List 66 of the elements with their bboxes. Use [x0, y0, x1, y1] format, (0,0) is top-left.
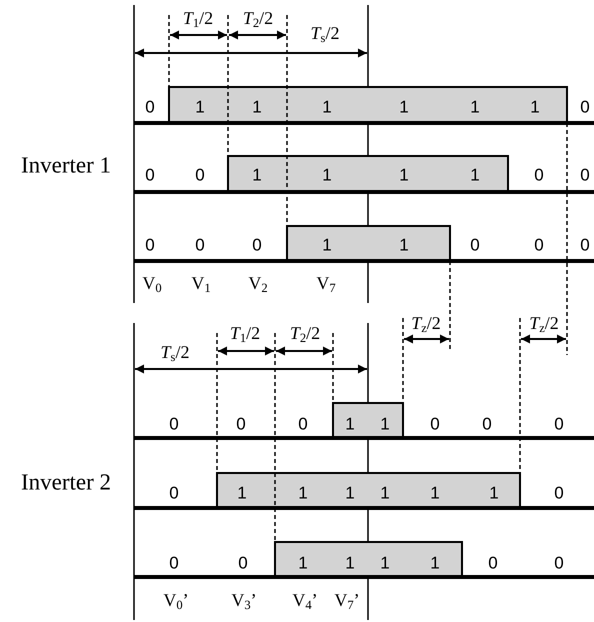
- vector-label: V$_{2}$: [248, 274, 268, 292]
- signal-value: 1: [322, 166, 332, 184]
- signal-value: 0: [236, 416, 246, 432]
- time-label: T$_{2}$/2: [242, 9, 274, 27]
- signal-value: 1: [252, 98, 262, 116]
- signal-value: 0: [470, 236, 480, 254]
- signal-value: 1: [489, 484, 499, 502]
- signal-value: 0: [580, 236, 590, 254]
- vector-label: V$_{7}$: [316, 274, 336, 292]
- signal-value: 0: [488, 554, 498, 572]
- inverter-label: Inverter 2: [20, 470, 112, 494]
- time-label: T$_{s}$/2: [310, 24, 340, 42]
- signal-value: 0: [145, 166, 155, 184]
- signal-value: 0: [195, 166, 205, 184]
- vector-label: V$_{0}$: [142, 274, 162, 292]
- time-label: T$_{z}$/2: [529, 314, 559, 332]
- signal-value: 1: [380, 554, 390, 572]
- time-label: T$_{z}$/2: [411, 314, 441, 332]
- signal-value: 1: [345, 416, 355, 432]
- time-label: T$_{s}$/2: [160, 343, 190, 361]
- signal-value: 1: [298, 484, 308, 502]
- signal-value: 1: [380, 484, 390, 502]
- signal-value: 1: [399, 166, 409, 184]
- signal-value: 0: [145, 98, 155, 116]
- signal-value: 0: [195, 236, 205, 254]
- signal-value: 0: [145, 236, 155, 254]
- signal-value: 0: [580, 166, 590, 184]
- signal-value: 1: [380, 416, 390, 432]
- time-label: T$_{1}$/2: [230, 324, 260, 342]
- signal-value: 0: [252, 236, 262, 254]
- time-label: T$_{2}$/2: [290, 324, 320, 342]
- vector-label: V$_{0}$’: [163, 591, 189, 609]
- signal-value: 0: [169, 554, 179, 572]
- signal-value: 1: [237, 484, 247, 502]
- vector-label: V$_{7}$’: [334, 591, 360, 609]
- signal-value: 1: [195, 98, 205, 116]
- signal-value: 1: [298, 554, 308, 572]
- signal-value: 1: [252, 166, 262, 184]
- signal-value: 1: [470, 166, 480, 184]
- signal-value: 1: [399, 98, 409, 116]
- signal-value: 0: [534, 236, 544, 254]
- signal-value: 1: [399, 236, 409, 254]
- signal-value: 1: [430, 484, 440, 502]
- vector-label: V$_{1}$: [191, 274, 211, 292]
- signal-value: 0: [554, 554, 564, 572]
- signal-value: 1: [345, 554, 355, 572]
- signal-value: 0: [169, 416, 179, 432]
- vector-label: V$_{3}$’: [231, 591, 257, 609]
- signal-value: 0: [169, 484, 179, 502]
- signal-value: 0: [430, 416, 440, 432]
- signal-value: 0: [482, 416, 492, 432]
- signal-value: 0: [238, 554, 248, 572]
- signal-value: 0: [554, 416, 564, 432]
- signal-value: 1: [322, 236, 332, 254]
- inverter-label: Inverter 1: [20, 154, 112, 176]
- signal-value: 0: [534, 166, 544, 184]
- time-label: T$_{1}$/2: [182, 9, 214, 27]
- signal-value: 1: [345, 484, 355, 502]
- signal-value: 0: [298, 416, 308, 432]
- signal-value: 1: [430, 554, 440, 572]
- vector-label: V$_{4}$’: [292, 591, 318, 609]
- signal-value: 1: [470, 98, 480, 116]
- signal-value: 1: [530, 98, 540, 116]
- signal-value: 0: [580, 98, 590, 116]
- signal-value: 0: [554, 484, 564, 502]
- signal-value: 1: [322, 98, 332, 116]
